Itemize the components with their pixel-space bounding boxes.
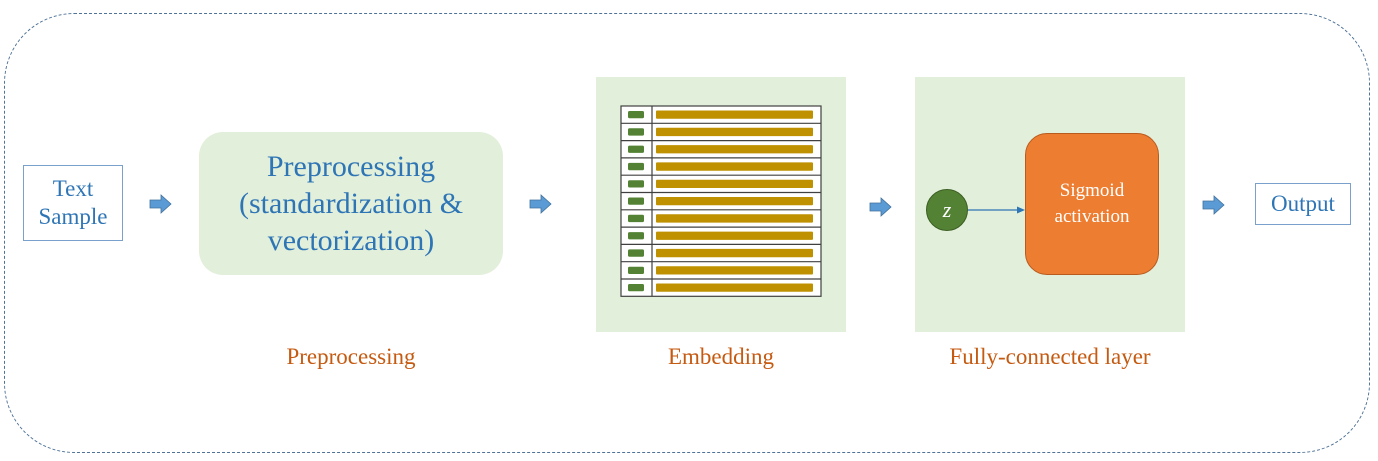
embedding-row-vector-bar bbox=[656, 110, 813, 119]
embedding-row-vector-bar bbox=[656, 162, 813, 171]
text-sample-line1: Text bbox=[52, 176, 94, 201]
caption-preprocessing: Preprocessing bbox=[286, 344, 416, 369]
flow-arrows bbox=[149, 194, 1225, 217]
embedding-row-vector-bar bbox=[656, 214, 813, 223]
text-sample-box: Text Sample bbox=[23, 165, 123, 241]
embedding-row-vector-bar bbox=[656, 248, 813, 258]
preprocessing-title: Preprocessing bbox=[266, 150, 436, 183]
embedding-row-index-cell bbox=[628, 284, 644, 292]
embedding-row-vector-bar bbox=[656, 283, 813, 292]
preprocessing-detail-line2: vectorization) bbox=[267, 224, 435, 257]
sigmoid-label-line2: activation bbox=[1054, 206, 1130, 227]
z-to-sigmoid-arrowhead bbox=[1017, 206, 1025, 214]
embedding-row-index-cell bbox=[628, 266, 644, 274]
embedding-table bbox=[620, 105, 822, 297]
embedding-row-index-cell bbox=[628, 128, 644, 136]
embedding-row-vector-bar bbox=[656, 127, 813, 137]
preprocessing-detail-line1: (standardization & bbox=[238, 187, 464, 220]
flow-arrow-icon bbox=[149, 194, 172, 214]
sigmoid-label-line1: Sigmoid bbox=[1059, 180, 1125, 201]
caption-embedding: Embedding bbox=[667, 344, 775, 369]
sigmoid-activation-box: Sigmoid activation bbox=[1025, 133, 1159, 275]
text-sample-line2: Sample bbox=[38, 204, 108, 229]
embedding-row-index-cell bbox=[628, 197, 644, 205]
embedding-row-index-cell bbox=[628, 180, 644, 188]
embedding-row-vector-bar bbox=[656, 266, 813, 275]
embedding-row-index-cell bbox=[628, 162, 644, 171]
pipeline-frame bbox=[4, 13, 1370, 453]
embedding-row-vector-bar bbox=[656, 145, 813, 154]
embedding-row-index-cell bbox=[628, 214, 644, 223]
embedding-row-index-cell bbox=[628, 111, 644, 119]
flow-arrow-icon bbox=[529, 194, 552, 214]
embedding-row-index-cell bbox=[628, 249, 644, 257]
embedding-row-vector-bar bbox=[656, 231, 813, 240]
caption-fully-connected-layer: Fully-connected layer bbox=[949, 344, 1151, 369]
embedding-row-index-cell bbox=[628, 145, 644, 153]
embedding-row-vector-bar bbox=[656, 197, 813, 206]
z-node: z bbox=[926, 189, 968, 231]
output-box: Output bbox=[1255, 183, 1351, 225]
preprocessing-box: Preprocessing (standardization & vectori… bbox=[199, 132, 503, 275]
flow-arrow-icon bbox=[869, 197, 892, 217]
embedding-row-vector-bar bbox=[656, 179, 813, 188]
embedding-row-index-cell bbox=[628, 232, 644, 240]
flow-arrow-icon bbox=[1202, 195, 1225, 215]
